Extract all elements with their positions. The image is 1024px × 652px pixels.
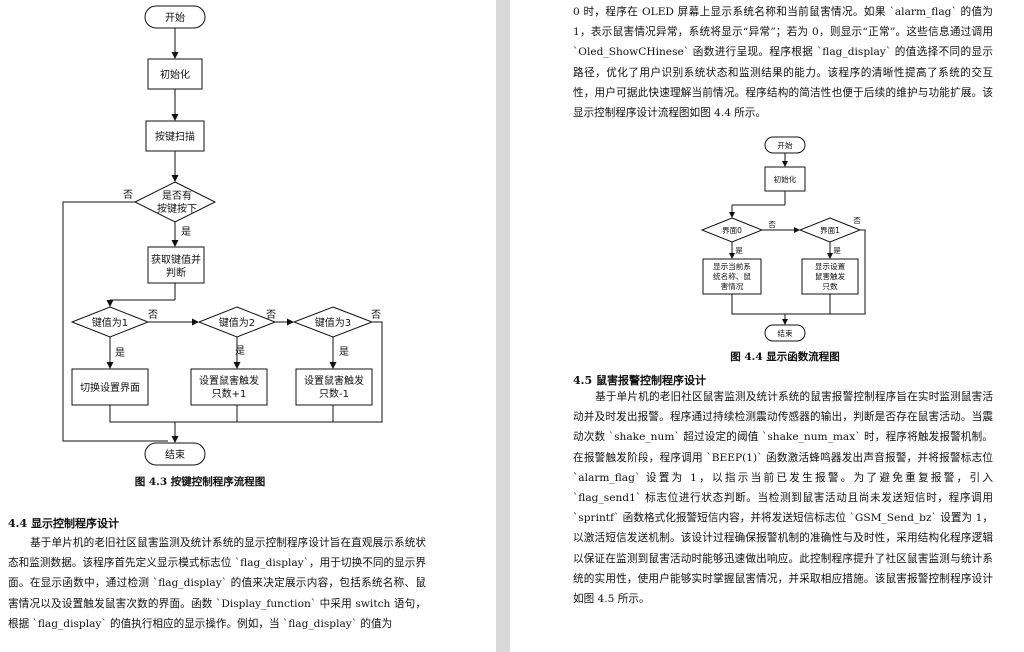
fc-key2-label: 键值为2 [219,316,255,329]
fc-action2-line1: 设置鼠害触发 [199,374,259,387]
fc2-screen0-label: 界面0 [722,226,742,235]
fc2-action1-shape [801,258,859,295]
fc2-action1-line3: 只数 [822,281,838,291]
fc-yes-label-pressed: 是 [181,226,191,238]
fc-init-label: 初始化 [160,68,190,81]
fc-decision-pressed-shape [133,181,217,223]
fc2-yes-label-screen0: 是 [735,246,743,255]
fc-key3-label: 键值为3 [315,316,351,329]
fc-start-label: 开始 [165,11,185,24]
flowchart-display-function: 开始 初始化 界面0 界面1 显示当前系 统名称、鼠 害情况 显示设置 鼠害触发… [700,136,866,342]
fc2-action0-line3: 害情况 [721,281,744,291]
paragraph-continued: 0 时，程序在 OLED 屏幕上显示系统名称和当前鼠害情况。如果 `alarm_… [573,6,993,120]
fc-get-key-shape [147,246,205,284]
fc2-action1-line2: 鼠害触发 [815,271,846,281]
fc-no-label-pressed: 否 [123,189,133,201]
fc-action2-shape [190,368,268,406]
fc-end-label: 结束 [165,448,185,461]
page-gap [496,0,510,652]
fc2-action1-line1: 显示设置 [815,261,846,271]
fc-action2-line2: 只数+1 [212,387,247,400]
fc2-end-label: 结束 [777,328,793,338]
fc-get-key-line1: 获取键值并 [151,253,201,266]
fc2-yes-label-screen1: 是 [833,246,841,255]
fc-action1-label: 切换设置界面 [80,381,140,394]
fc2-action0-line1: 显示当前系 [713,261,751,271]
fc-no-label-key1: 否 [148,309,158,321]
document-page-right: 0 时，程序在 OLED 屏幕上显示系统名称和当前鼠害情况。如果 `alarm_… [510,0,1024,652]
figure-caption-4-4: 图 4.4 显示函数流程图 [730,351,840,363]
fc2-start-label: 开始 [777,140,793,150]
paragraph-4-4: 基于单片机的老旧社区鼠害监测及统计系统的显示控制程序设计旨在直观展示系统状态和监… [8,533,426,634]
fc-action3-line1: 设置鼠害触发 [304,374,364,387]
fc-decision-pressed-line1: 是否有 [162,189,192,202]
fc-yes-label-key1: 是 [115,347,125,359]
paragraph-4-5: 基于单片机的老旧社区鼠害监测及统计系统的鼠害报警控制程序旨在实时监测鼠害活动并及… [573,387,993,609]
fc-no-label-key3: 否 [371,309,381,321]
paragraph-4-4-text: 基于单片机的老旧社区鼠害监测及统计系统的显示控制程序设计旨在直观展示系统状态和监… [8,537,426,630]
fc-action1-shape [71,368,149,406]
section-title-4-5: 4.5 鼠害报警控制程序设计 [573,374,706,387]
paragraph-4-5-text: 基于单片机的老旧社区鼠害监测及统计系统的鼠害报警控制程序旨在实时监测鼠害活动并及… [573,391,993,606]
fc-key1-label: 键值为1 [92,316,128,329]
fc-init-shape [147,58,203,90]
fc-yes-label-key3: 是 [339,346,349,358]
fc-action3-line2: 只数-1 [319,387,349,400]
fc-end-shape [144,442,206,466]
fc-no-label-key2: 否 [266,309,276,321]
fc2-action0-shape [702,258,762,295]
figure-caption-4-3: 图 4.3 按键控制程序流程图 [134,476,266,488]
fc2-init-label: 初始化 [774,174,797,184]
fc-yes-label-key2: 是 [235,345,245,357]
fc2-screen1-label: 界面1 [820,226,840,235]
flowchart-key-control: 开始 初始化 按键扫描 是否有 按键按下 获取键值并 判断 键值为1 键值为2 … [62,5,383,466]
fc2-no-label-screen0: 否 [768,220,776,229]
section-title-4-4: 4.4 显示控制程序设计 [8,517,119,530]
fc-get-key-line2: 判断 [166,266,186,279]
fc-decision-pressed-line2: 按键按下 [157,202,197,215]
fc-action3-shape [295,368,373,406]
document-page-left: 开始 初始化 按键扫描 是否有 按键按下 获取键值并 判断 键值为1 键值为2 … [0,0,496,652]
fc2-end-shape [764,324,806,342]
fc2-action0-line2: 统名称、鼠 [713,271,751,281]
fc2-no-label-screen1: 否 [853,216,861,225]
fc-scan-label: 按键扫描 [155,130,195,143]
